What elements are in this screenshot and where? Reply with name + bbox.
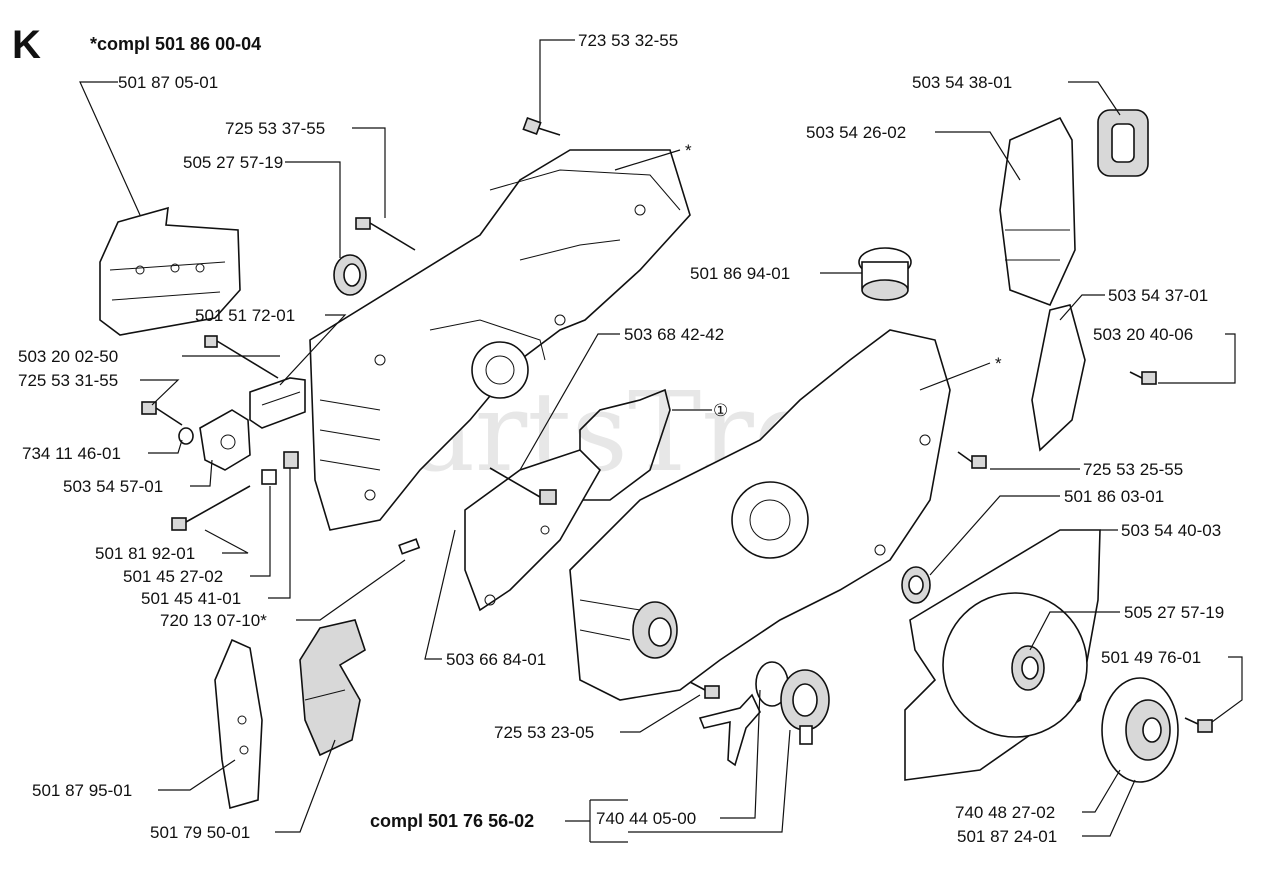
star-mark-right: * [995, 354, 1002, 373]
callout-501-87-95-01: 501 87 95-01 [32, 781, 132, 800]
bracket-part [199, 409, 251, 471]
bolt-long-part [204, 335, 279, 379]
lever-part [698, 693, 761, 767]
screw-725-37-part [355, 217, 416, 251]
callout-501-81-92-01: 501 81 92-01 [95, 544, 195, 563]
leader-lines [79, 39, 1243, 843]
callout-503-66-84-01: 503 66 84-01 [446, 650, 546, 669]
plate-left-part [214, 638, 263, 810]
callout-740-44-05-00: 740 44 05-00 [596, 809, 696, 828]
small-screw-right-part [1129, 371, 1157, 385]
crankcase-left-part [309, 149, 691, 531]
cap-part [780, 669, 830, 745]
callout-725-53-23-05: 725 53 23-05 [494, 723, 594, 742]
callout-503-54-40-03: 503 54 40-03 [1121, 521, 1221, 540]
callout-501-45-27-02: 501 45 27-02 [123, 567, 223, 586]
callout-740-48-27-02: 740 48 27-02 [955, 803, 1055, 822]
shield-part [1031, 304, 1086, 452]
crankcase-right-part [569, 329, 951, 701]
bolt-middle-part [489, 467, 557, 505]
section-letter: K [12, 23, 41, 67]
callout-501-86-03-01: 501 86 03-01 [1064, 487, 1164, 506]
callout-503-54-57-01: 503 54 57-01 [63, 477, 163, 496]
screw-725-31-part [141, 401, 194, 445]
starter-housing-part [904, 529, 1101, 781]
callout-503-54-38-01: 503 54 38-01 [912, 73, 1012, 92]
callout-501-51-72-01: 501 51 72-01 [195, 306, 295, 325]
screw-725-25-part [957, 451, 987, 469]
grommet-part [1097, 109, 1149, 177]
assembly-note: *compl 501 86 00-04 [90, 34, 261, 54]
gasket-plate-part [464, 449, 601, 612]
circle-ref-1: ① [713, 401, 728, 420]
star-mark-top: * [685, 141, 692, 160]
screw-723-part [522, 116, 561, 136]
deflector-part [999, 116, 1076, 307]
nut-small-part [261, 451, 299, 485]
callout-725-53-37-55: 725 53 37-55 [225, 119, 325, 138]
plate-right-part [299, 619, 366, 757]
callout-503-54-26-02: 503 54 26-02 [806, 123, 906, 142]
gasket-part [579, 388, 671, 501]
callout-501-87-05-01: 501 87 05-01 [118, 73, 218, 92]
guard-plate-part [99, 206, 241, 336]
seal-left-part [333, 254, 367, 296]
pulley-part [1101, 677, 1179, 783]
bushing-part [901, 566, 931, 604]
pin-part [398, 538, 421, 555]
callout-725-53-31-55: 725 53 31-55 [18, 371, 118, 390]
callout-501-86-94-01: 501 86 94-01 [690, 264, 790, 283]
callout-503-20-40-06: 503 20 40-06 [1093, 325, 1193, 344]
buffer-part [858, 247, 912, 301]
callout-723-53-32-55: 723 53 32-55 [578, 31, 678, 50]
block-part [249, 377, 306, 429]
screw-long-part [171, 485, 251, 531]
callout-720-13-07-10: 720 13 07-10* [160, 611, 267, 630]
bottom-assembly-label: compl 501 76 56-02 [370, 811, 534, 831]
screw-725-23-part [689, 681, 720, 699]
callout-503-20-02-50: 503 20 02-50 [18, 347, 118, 366]
callout-734-11-46-01: 734 11 46-01 [22, 444, 121, 463]
callout-503-68-42-42: 503 68 42-42 [624, 325, 724, 344]
callout-501-45-41-01: 501 45 41-01 [141, 589, 241, 608]
callout-503-54-37-01: 503 54 37-01 [1108, 286, 1208, 305]
callout-501-79-50-01: 501 79 50-01 [150, 823, 250, 842]
callout-725-53-25-55: 725 53 25-55 [1083, 460, 1183, 479]
callout-505-27-57-19-right: 505 27 57-19 [1124, 603, 1224, 622]
callout-501-49-76-01: 501 49 76-01 [1101, 648, 1201, 667]
screw-pulley-part [1184, 717, 1213, 733]
callout-505-27-57-19-left: 505 27 57-19 [183, 153, 283, 172]
callout-501-87-24-01: 501 87 24-01 [957, 827, 1057, 846]
